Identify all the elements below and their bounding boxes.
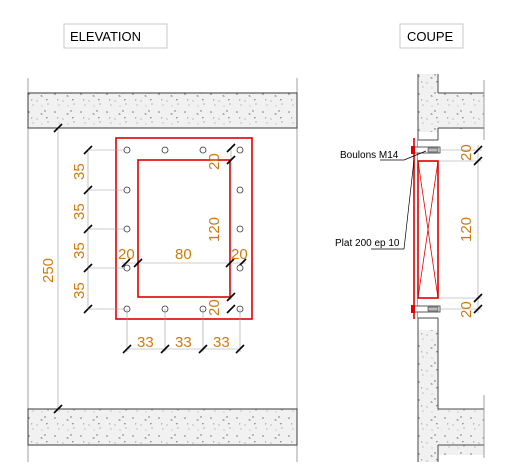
coupe-title-box: COUPE [399,23,464,49]
coupe-top-label: 20 [458,144,475,161]
coupe-middle-label: 120 [458,217,475,242]
inner-height-label: 120 [206,217,223,242]
elevation-view: 250 35 35 35 35 20 120 [27,78,298,462]
coupe-title: COUPE [407,29,454,44]
plate-outer [115,137,253,320]
bottom-pitch-ticks [122,344,245,354]
left-edge-label: 20 [118,246,135,263]
dim-tick [226,304,236,314]
coupe-bolt-bottom [411,305,441,313]
plate-annotation: Plat 200 ep 10 [335,238,400,249]
elevation-title-box: ELEVATION [63,23,168,49]
coupe-plate [417,160,439,299]
left-pitch-1: 35 [71,163,88,180]
bottom-slab-section [438,409,484,455]
right-edge-label: 20 [231,246,248,263]
inner-width-label: 80 [175,246,192,263]
dim-tick [53,404,63,414]
top-edge-label: 20 [206,153,223,170]
total-height-label: 250 [40,258,57,283]
wall-section-lower [418,330,438,462]
dim-tick [226,155,236,165]
bottom-pitch-2: 33 [175,334,192,351]
dim-tick [53,123,63,133]
bottom-pitch-extensions [126,309,241,352]
coupe-cross-b [417,160,439,299]
plate-opening [137,159,231,298]
elevation-bolts [123,146,244,313]
bottom-edge-label: 20 [206,299,223,316]
bolts-annotation: Boulons M14 [340,150,399,161]
coupe-bottom-label: 20 [458,301,475,318]
bolts-leader [403,150,427,161]
coupe-dim-ticks [473,145,483,314]
bottom-slab [27,408,298,446]
left-pitch-3: 35 [71,242,88,259]
elevation-title: ELEVATION [70,29,141,44]
bottom-pitch-3: 33 [213,334,230,351]
top-slab-section [438,93,484,129]
wall-section-upper [418,74,438,132]
dim-tick [121,258,131,268]
dim-tick [226,143,236,153]
dim-tick [226,292,236,302]
dim-tick [225,258,235,268]
coupe-bolt-top [411,146,441,154]
left-pitch-extensions [88,149,127,310]
left-pitch-2: 35 [71,203,88,220]
dim-tick [133,258,143,268]
coupe-dim-extensions [440,149,482,310]
plate-leader [403,159,415,250]
left-pitch-4: 35 [71,282,88,299]
coupe-view: 20 120 20 Boulons M14 Plat 200 ep 10 [335,74,485,462]
top-slab [27,92,298,129]
bottom-pitch-1: 33 [137,334,154,351]
